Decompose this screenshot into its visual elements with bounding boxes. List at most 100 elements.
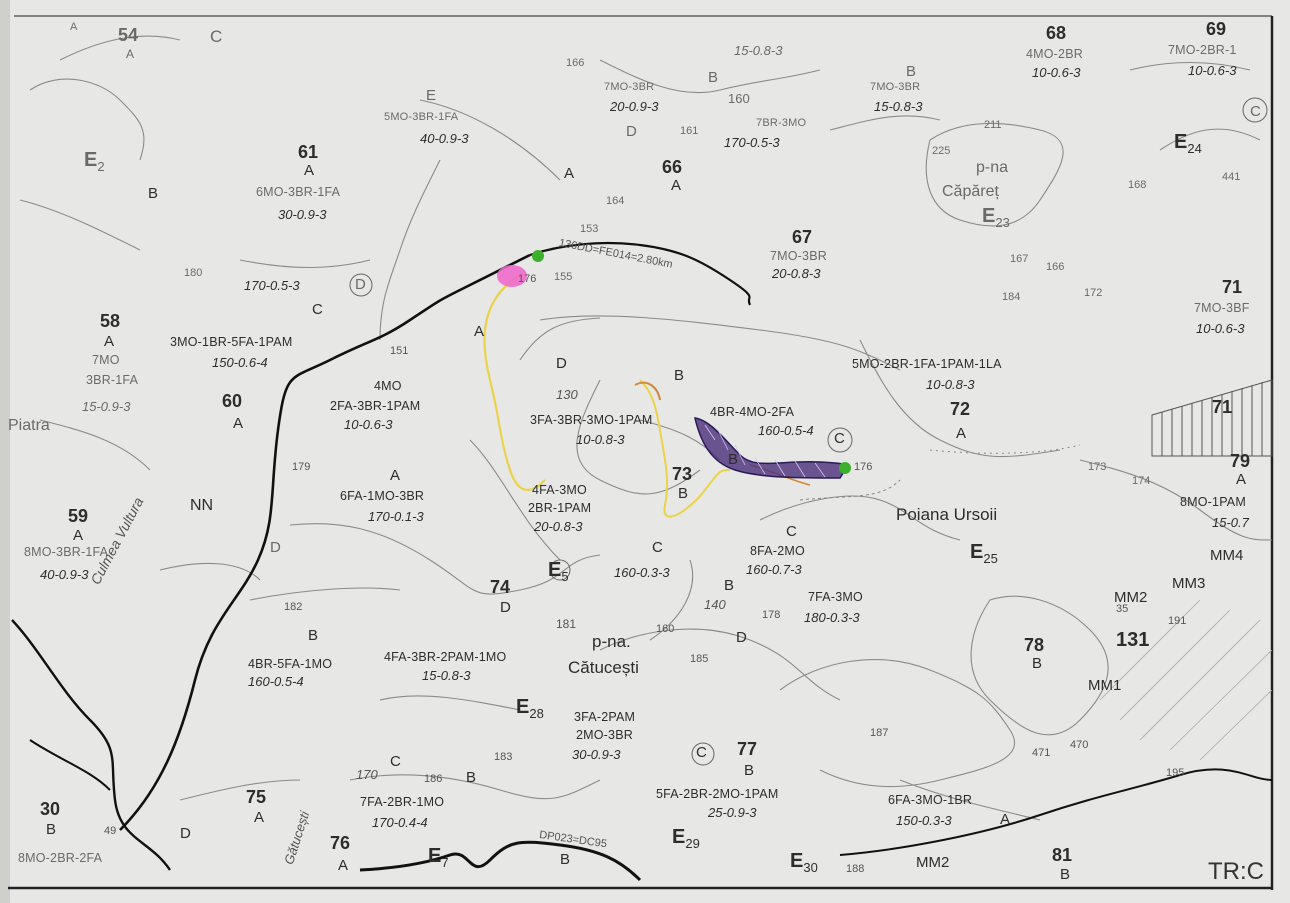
parcel-72-letter: A (956, 425, 967, 442)
parcel-69-number: 69 (1206, 19, 1227, 39)
yellow-track (483, 274, 546, 492)
parcel-73-letter: B (678, 485, 689, 502)
parcel-59-letter: A (73, 527, 84, 544)
parcel-58-composition: 7MO (92, 353, 120, 367)
subunit-3fa-class: 30-0.9-3 (572, 747, 621, 762)
subcompartment-letter: A (564, 165, 575, 182)
parcel-60-number: 60 (222, 391, 243, 411)
subunit-7fa-class: 180-0.3-3 (804, 610, 860, 625)
parcel-58-letter: A (104, 333, 115, 350)
green-marker-end (839, 462, 851, 474)
subunit-7mo-composition: 7MO-3BR (604, 81, 655, 93)
elevation-label: 180 (184, 267, 203, 279)
purple-hatch-lines (704, 424, 826, 478)
road-southeast (839, 768, 1273, 856)
subunit-c3-letter: C (786, 523, 797, 540)
subunit-7br-composition: 7BR-3MO (756, 117, 807, 129)
elevation-label: 195 (1166, 767, 1185, 779)
parcel-78-letter: B (1032, 655, 1043, 672)
subunit-b-class: 160-0.5-4 (758, 423, 814, 438)
parcel-74-letter: D (500, 599, 511, 616)
parcel-73-number: 73 (672, 464, 693, 484)
parcel-30-number: 30 (40, 799, 61, 819)
subunit-7mo-class: 20-0.9-3 (610, 99, 659, 114)
subunit-c-letter: C (312, 301, 323, 318)
subcompartment-letter: D (736, 629, 747, 646)
elevation-label: 49 (104, 825, 117, 837)
label-nn: NN (190, 497, 214, 514)
elevation-label: 176 (518, 273, 537, 285)
elevation-label: 160 (656, 623, 675, 635)
parcel-67-composition: 7MO-3BR (770, 249, 827, 263)
subunit-c2-letter: C (652, 539, 663, 556)
parcel-75-number: 75 (246, 787, 267, 807)
elevation-label: 225 (932, 145, 951, 157)
elevation-label: 181 (556, 617, 577, 631)
subunit-top-class: 15-0.8-3 (734, 43, 783, 58)
parcel-79-number: 79 (1230, 451, 1251, 471)
forest-road-north (529, 241, 752, 306)
green-marker-start (532, 250, 544, 262)
place-pna-catucesti-1: p-na. (592, 632, 631, 651)
marker-mm3: MM3 (1172, 575, 1206, 592)
subunit-4mo-class: 10-0.6-3 (344, 417, 393, 432)
parcel-58-class: 15-0.9-3 (82, 399, 131, 414)
subcompartment-letter: B (560, 851, 571, 868)
subcompartment-letter: A (474, 323, 485, 340)
subunit-3fa-composition-2: 2MO-3BR (576, 728, 633, 742)
parcel-68-class: 10-0.6-3 (1032, 65, 1081, 80)
place-pna-caparet-2: Căpăreț (942, 183, 999, 200)
subunit-b2-class: 160-0.5-4 (248, 674, 304, 689)
pink-marker (497, 265, 527, 287)
marker-e27: E7 (428, 845, 449, 870)
marker-mm2-south: MM2 (916, 854, 950, 871)
parcel-74-number: 74 (490, 577, 511, 597)
road-south-dp (359, 840, 642, 882)
parcel-77-letter: B (744, 762, 755, 779)
subunit-b2-letter: B (308, 627, 319, 644)
elevation-label: 191 (1168, 615, 1187, 627)
elevation-label: 153 (580, 223, 599, 235)
parcel-30-letter: B (46, 821, 57, 838)
subcompartment-letter: B (466, 769, 477, 786)
subunit-d-class: 10-0.8-3 (576, 432, 625, 447)
parcel-71-class: 10-0.6-3 (1196, 321, 1245, 336)
subunit-e-class: 40-0.9-3 (420, 131, 469, 146)
elevation-label: 140 (704, 597, 726, 612)
subunit-7fa2br-composition: 7FA-2BR-1MO (360, 795, 445, 809)
subunit-5mo-composition: 5MO-2BR-1FA-1PAM-1LA (852, 357, 1002, 371)
subcompartment-letter: B (728, 451, 739, 468)
marker-e25: E25 (970, 541, 998, 566)
marker-e5: E5 (548, 559, 569, 584)
hatched-area (1151, 379, 1273, 457)
subcompartment-letter: A (70, 21, 78, 33)
subunit-a-composition: 6FA-1MO-3BR (340, 489, 425, 503)
subunit-7fa-composition: 7FA-3MO (808, 590, 863, 604)
parcel-59-composition: 8MO-3BR-1FA (24, 545, 109, 559)
parcel-69-class: 10-0.6-3 (1188, 63, 1237, 78)
parcel-58-number: 58 (100, 311, 121, 331)
place-poiana-ursoii: Poiana Ursoii (896, 505, 998, 524)
parcel-61-composition: 6MO-3BR-1FA (256, 185, 341, 199)
subunit-4mo-composition: 4MO (374, 379, 402, 393)
elevation-label: 185 (690, 653, 709, 665)
elevation-label: 187 (870, 727, 889, 739)
subunit-4fa-composition-2: 2BR-1PAM (528, 501, 592, 515)
parcel-60-letter: A (233, 415, 244, 432)
marker-mm1: MM1 (1088, 677, 1122, 694)
parcel-71-number: 71 (1222, 277, 1243, 297)
marker-e29: E29 (672, 826, 700, 851)
subunit-6fa-class: 150-0.3-3 (896, 813, 952, 828)
subcompartment-letter: B (148, 185, 159, 202)
parcel-54-number: 54 (118, 25, 139, 45)
subunit-4fa-composition: 4FA-3MO (532, 483, 587, 497)
parcel-68-composition: 4MO-2BR (1026, 47, 1083, 61)
diagonal-hatch (1099, 599, 1273, 761)
subunit-d-letter: D (556, 355, 567, 372)
parcel-30-composition: 8MO-2BR-2FA (18, 851, 103, 865)
elevation-label: 188 (846, 863, 865, 875)
orange-track (634, 381, 661, 401)
subunit-4fa-class: 20-0.8-3 (534, 519, 583, 534)
parcel-76-letter: A (338, 857, 349, 874)
